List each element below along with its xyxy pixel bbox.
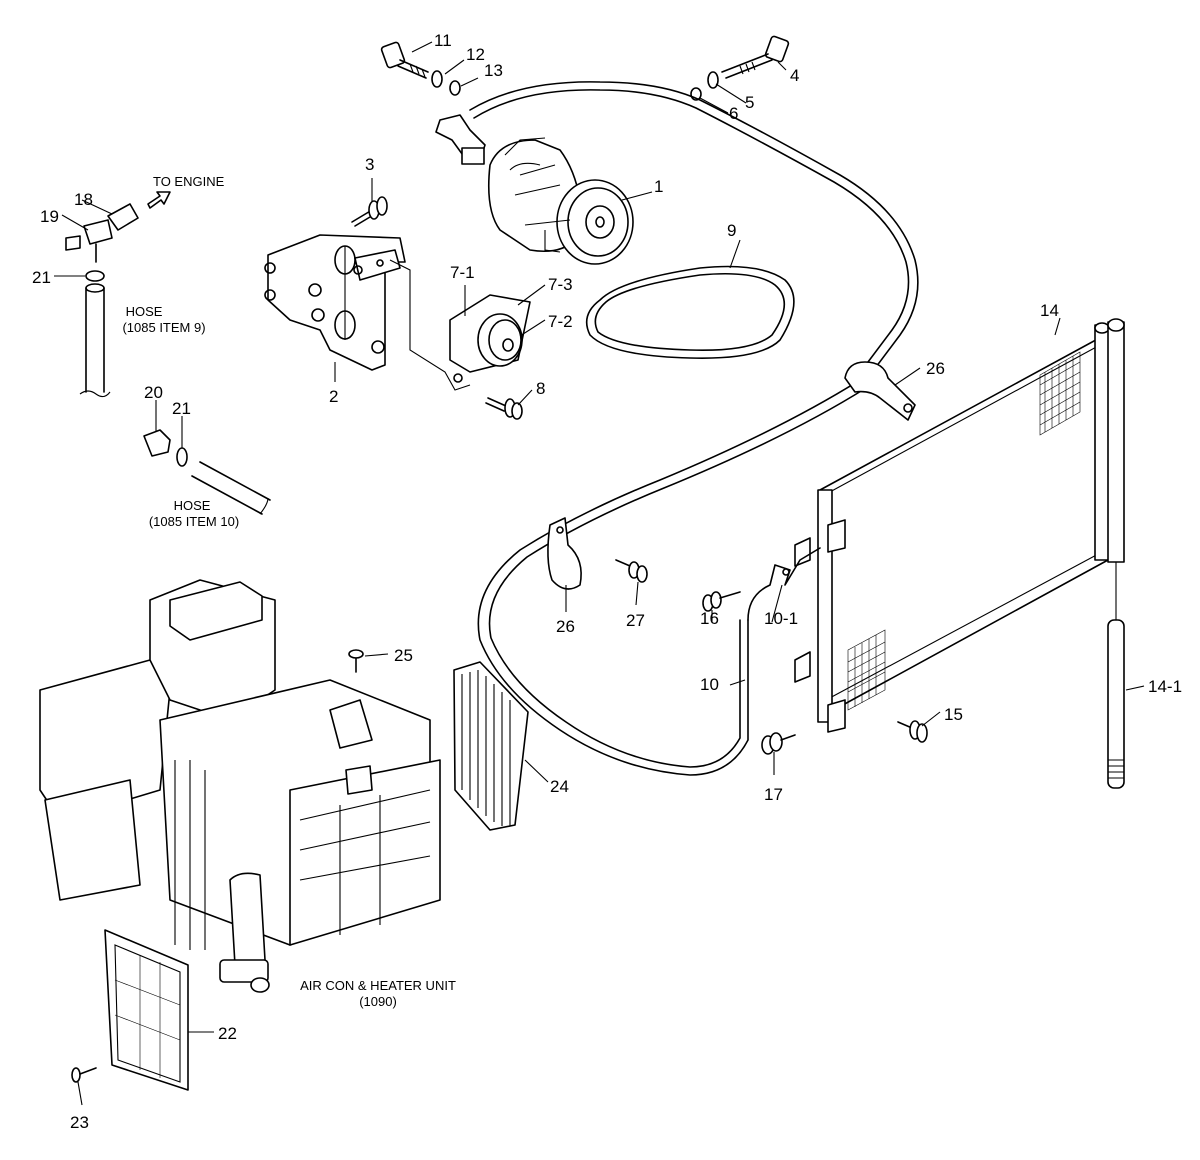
callout-27: 27 <box>626 611 645 630</box>
note-unit-ref: (1090) <box>359 994 397 1009</box>
bolt-4 <box>721 35 790 79</box>
note-hose-9-title: HOSE <box>126 304 163 319</box>
callout-25: 25 <box>394 646 413 665</box>
compressor-1 <box>435 114 634 265</box>
washer-13 <box>449 80 461 96</box>
to-engine-arrow <box>147 191 171 209</box>
hose-9 <box>79 283 111 398</box>
callout-20: 20 <box>144 383 163 402</box>
callout-11: 11 <box>434 31 452 50</box>
clamp-21-upper <box>85 270 105 282</box>
fitting-20 <box>143 429 171 457</box>
callout-22: 22 <box>218 1024 237 1043</box>
leader-lines <box>54 41 1145 1106</box>
callout-10-1: 10-1 <box>764 609 798 628</box>
bracket-2 <box>264 234 406 371</box>
callout-15: 15 <box>944 705 963 724</box>
air-con-heater-unit <box>39 579 441 993</box>
bolt-17 <box>761 732 796 755</box>
callout-21-lower: 21 <box>172 399 191 418</box>
bolt-15 <box>897 720 928 743</box>
washer-12 <box>431 70 443 88</box>
condenser-14 <box>794 318 1125 733</box>
callout-7-3: 7-3 <box>548 275 573 294</box>
callout-1: 1 <box>654 177 663 196</box>
note-hose-10-title: HOSE <box>174 498 211 513</box>
bolt-27 <box>615 559 648 583</box>
callout-9: 9 <box>727 221 736 240</box>
bolt-8 <box>485 397 523 420</box>
grille-22 <box>104 929 189 1091</box>
note-hose-10-ref: (1085 ITEM 10) <box>149 514 239 529</box>
callout-labels: 11 12 13 4 5 6 1 3 2 7-1 7-3 7-2 8 9 14 … <box>32 31 1182 1132</box>
callout-8: 8 <box>536 379 545 398</box>
hose-10 <box>191 461 271 515</box>
clamp-26-upper <box>844 361 916 421</box>
callout-7-1: 7-1 <box>450 263 475 282</box>
callout-7-2: 7-2 <box>548 312 573 331</box>
callout-24: 24 <box>550 777 569 796</box>
callout-16: 16 <box>700 609 719 628</box>
pipe-10-1 <box>747 547 821 621</box>
callout-14: 14 <box>1040 301 1059 320</box>
note-to-engine: TO ENGINE <box>153 174 225 189</box>
receiver-drier-14-1 <box>1107 562 1125 789</box>
callout-5: 5 <box>745 93 754 112</box>
callout-4: 4 <box>790 66 799 85</box>
callout-26-upper: 26 <box>926 359 945 378</box>
callout-2: 2 <box>329 387 338 406</box>
screw-23 <box>71 1067 97 1083</box>
clamp-26-lower <box>547 517 582 590</box>
clamp-21-lower <box>176 447 188 467</box>
callout-17: 17 <box>764 785 783 804</box>
tensioner-7 <box>389 259 531 391</box>
fitting-18 <box>107 203 139 231</box>
valve-19 <box>65 219 113 263</box>
bolt-11 <box>380 41 429 79</box>
callout-3: 3 <box>365 155 374 174</box>
washer-5 <box>707 71 719 89</box>
screw-25 <box>348 649 364 673</box>
callout-21-upper: 21 <box>32 268 51 287</box>
filter-24 <box>453 661 529 831</box>
callout-19: 19 <box>40 207 59 226</box>
callout-26-lower: 26 <box>556 617 575 636</box>
note-hose-9-ref: (1085 ITEM 9) <box>122 320 205 335</box>
belt-9 <box>585 265 795 359</box>
callout-6: 6 <box>729 104 738 123</box>
note-unit-title: AIR CON & HEATER UNIT <box>300 978 456 993</box>
discharge-hose <box>469 81 919 776</box>
callout-13: 13 <box>484 61 503 80</box>
callout-18: 18 <box>74 190 93 209</box>
callout-14-1: 14-1 <box>1148 677 1182 696</box>
notes: TO ENGINE HOSE (1085 ITEM 9) HOSE (1085 … <box>122 174 455 1009</box>
callout-10: 10 <box>700 675 719 694</box>
bolt-16 <box>702 591 741 612</box>
callout-23: 23 <box>70 1113 89 1132</box>
bolt-3 <box>351 196 388 227</box>
callout-12: 12 <box>466 45 485 64</box>
